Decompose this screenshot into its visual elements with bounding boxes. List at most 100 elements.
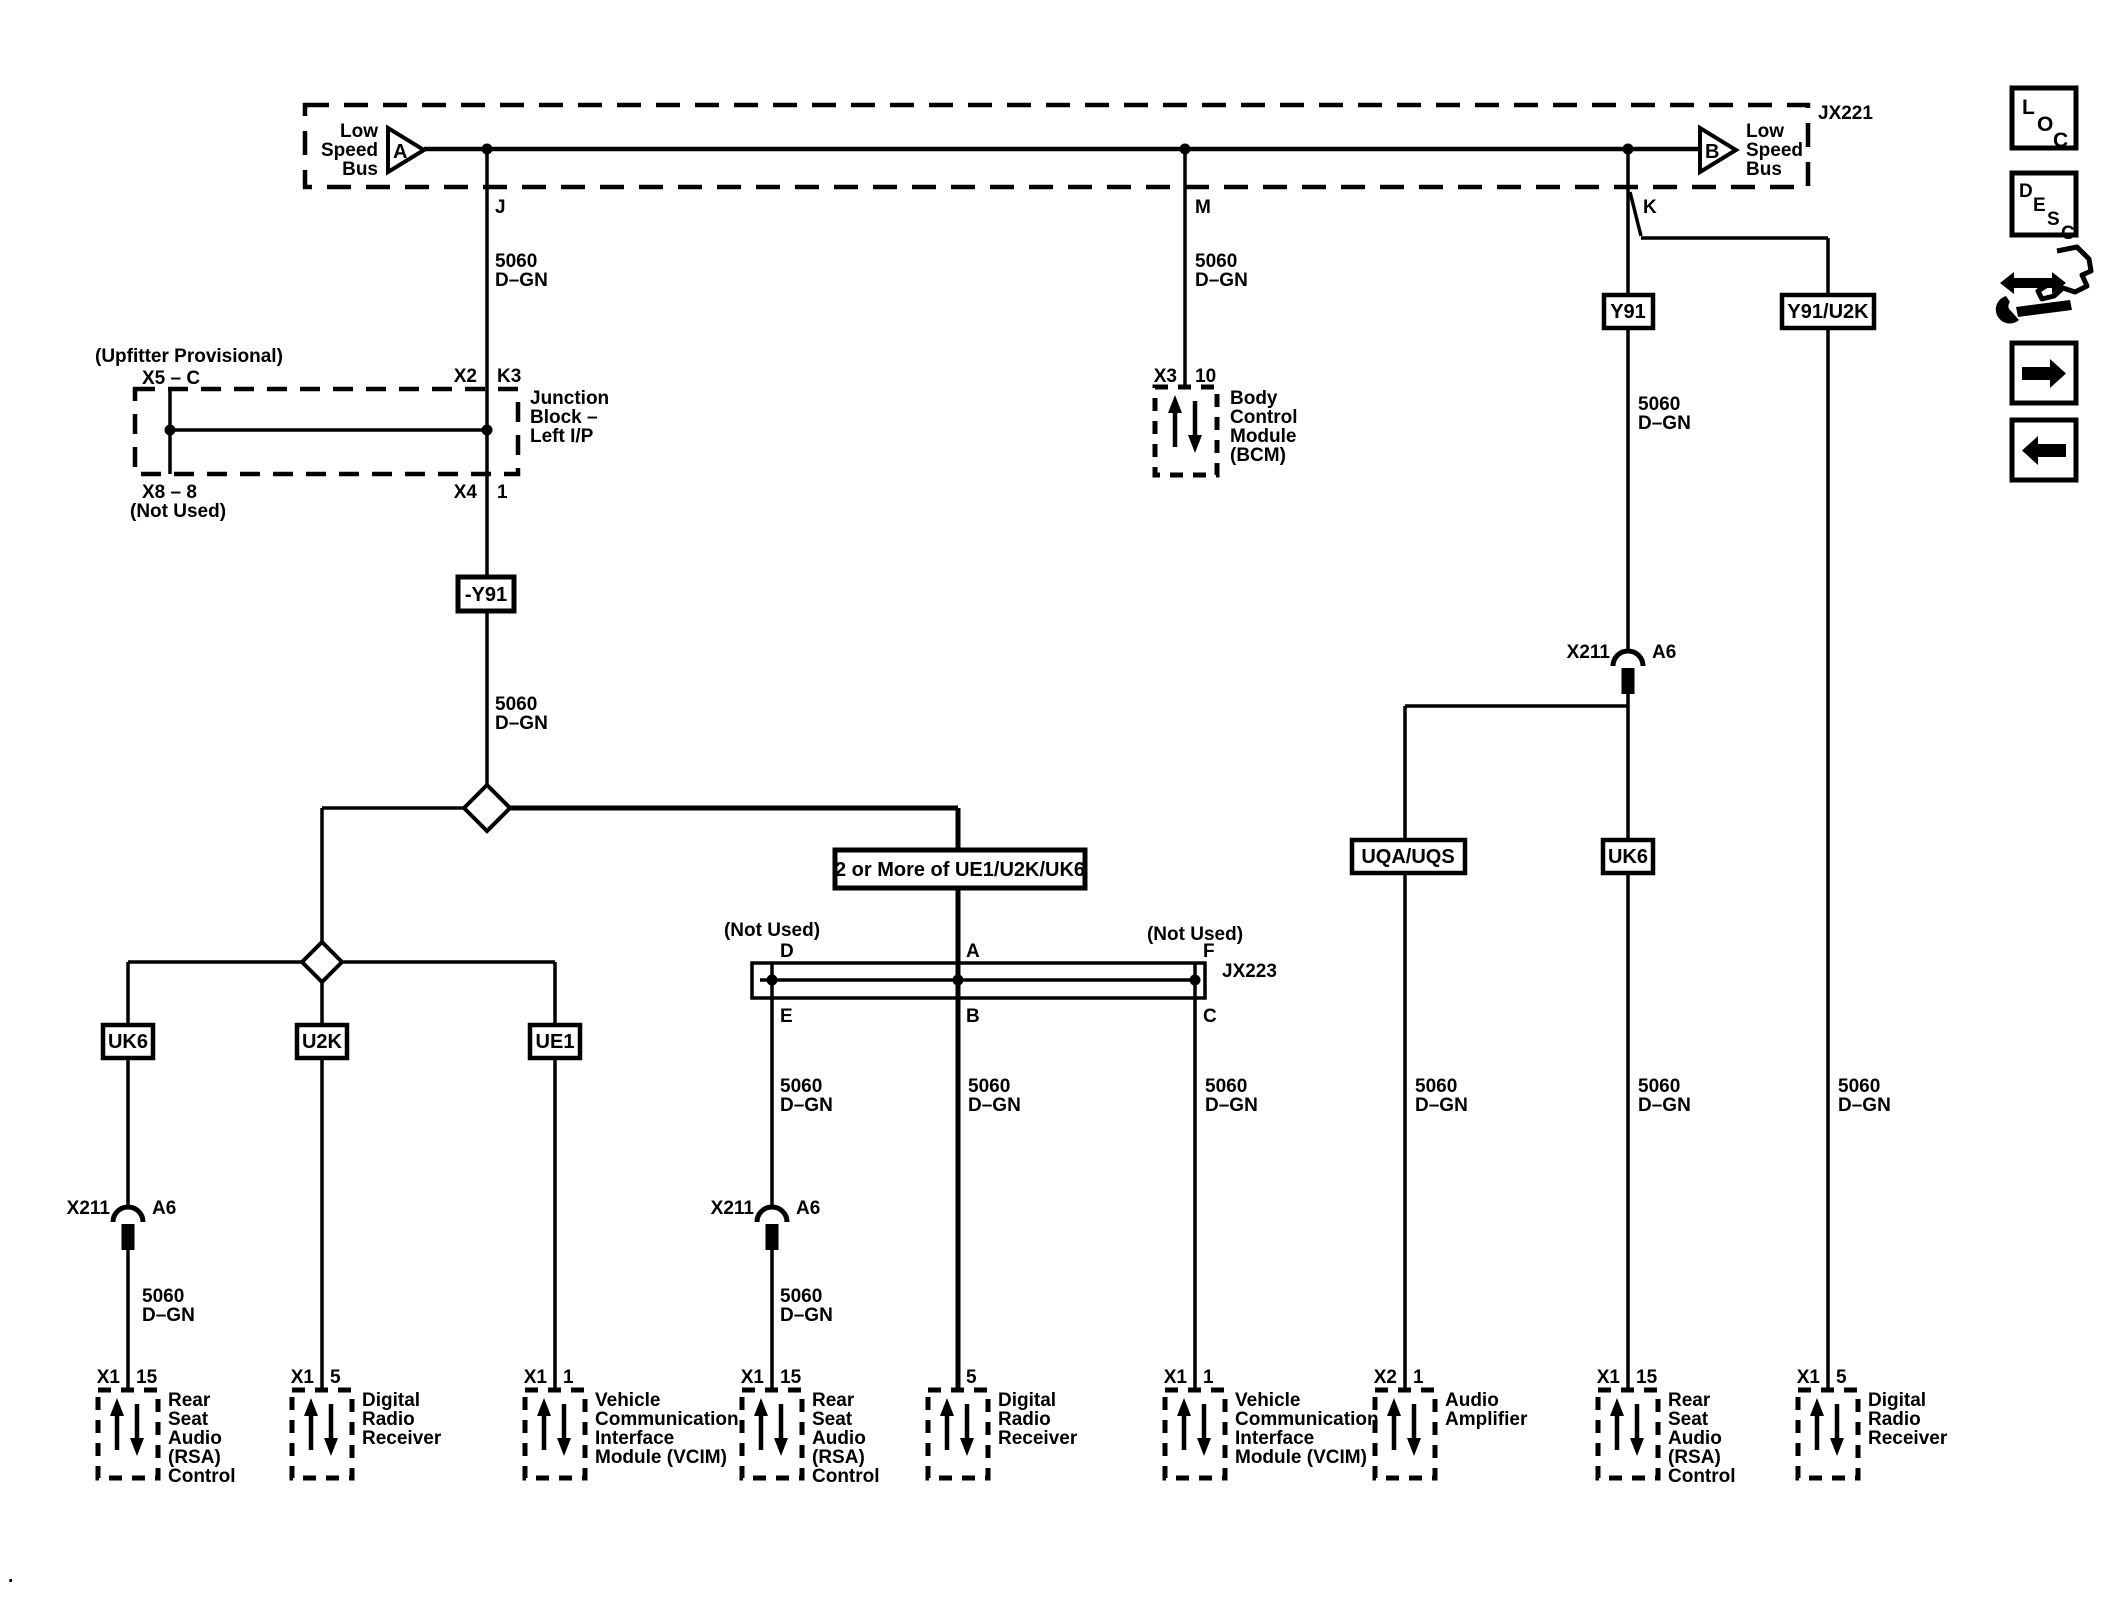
upfitter-top-terminal: X5 – C [142, 368, 200, 389]
svg-text:5060: 5060 [1838, 1076, 1880, 1097]
svg-text:E: E [2033, 195, 2046, 216]
corner-mark: . [8, 1566, 13, 1587]
uk6-option-box [100, 1022, 156, 1061]
svg-text:Rear: Rear [1668, 1390, 1711, 1411]
svg-text:F: F [1203, 941, 1215, 962]
svg-text:Interface: Interface [595, 1428, 674, 1449]
svg-text:D–GN: D–GN [968, 1095, 1021, 1116]
low-speed-bus-right-label: Low [1746, 121, 1784, 142]
svg-text:A6: A6 [1652, 642, 1676, 663]
splice-diamond-2 [299, 939, 345, 985]
low-speed-bus-left-label: Low [340, 121, 378, 142]
svg-text:Module (VCIM): Module (VCIM) [595, 1447, 727, 1468]
svg-text:Interface: Interface [1235, 1428, 1314, 1449]
repair-tool-icon[interactable] [1995, 244, 2094, 324]
svg-text:5060: 5060 [1205, 1076, 1247, 1097]
desc-box [2009, 170, 2079, 238]
svg-text:UQA/UQS: UQA/UQS [1361, 846, 1454, 868]
next-page-button[interactable] [2009, 340, 2079, 406]
junction-block-labels: (Upfitter Provisional) X5 – C X8 – 8 (No… [95, 346, 609, 522]
svg-text:5: 5 [1836, 1367, 1847, 1388]
svg-text:X211: X211 [711, 1198, 755, 1219]
svg-text:Receiver: Receiver [362, 1428, 442, 1449]
bcm-module-box [1152, 384, 1220, 478]
svg-text:Seat: Seat [1668, 1409, 1709, 1430]
bcm-name: Body [1230, 388, 1278, 409]
svg-text:Communication: Communication [595, 1409, 739, 1430]
svg-text:A: A [966, 941, 980, 962]
svg-text:Radio: Radio [998, 1409, 1051, 1430]
svg-text:Module (VCIM): Module (VCIM) [1235, 1447, 1367, 1468]
svg-text:Communication: Communication [1235, 1409, 1379, 1430]
svg-text:X211: X211 [67, 1198, 111, 1219]
svg-text:X4: X4 [454, 482, 478, 503]
svg-text:C: C [2053, 129, 2068, 152]
svg-text:U2K: U2K [302, 1031, 343, 1053]
svg-text:X1: X1 [1164, 1367, 1188, 1388]
svg-text:Seat: Seat [812, 1409, 853, 1430]
svg-text:X2: X2 [1374, 1367, 1397, 1388]
svg-text:Speed: Speed [321, 140, 378, 161]
module-box-rsa-1 [95, 1387, 161, 1481]
bus-terminal-b-label: B [1705, 141, 1719, 163]
svg-text:X1: X1 [291, 1367, 315, 1388]
sidebar-nav: L O C D E S C [1995, 85, 2094, 483]
svg-text:D–GN: D–GN [1638, 1095, 1691, 1116]
module-box-drr-3 [1795, 1387, 1861, 1481]
svg-text:(RSA): (RSA) [812, 1447, 865, 1468]
bus-terminal-a-label: A [393, 141, 407, 163]
svg-text:C: C [1203, 1006, 1217, 1027]
splice-diamond-1 [461, 782, 513, 834]
svg-text:Radio: Radio [1868, 1409, 1921, 1430]
svg-text:D–GN: D–GN [142, 1305, 195, 1326]
svg-text:15: 15 [780, 1367, 802, 1388]
svg-text:Seat: Seat [168, 1409, 209, 1430]
module-box-amp [1372, 1387, 1438, 1481]
svg-text:Digital: Digital [998, 1390, 1056, 1411]
svg-text:Audio: Audio [1668, 1428, 1722, 1449]
svg-text:5060: 5060 [968, 1076, 1010, 1097]
jx223-bus-bar [750, 961, 1207, 1000]
svg-text:(RSA): (RSA) [1668, 1447, 1721, 1468]
bcm-updown-arrows-icon [1168, 395, 1202, 453]
svg-text:5060: 5060 [1638, 1076, 1680, 1097]
svg-text:C: C [2061, 223, 2075, 244]
junction-block-dashed-box [132, 386, 521, 477]
upfitter-provisional-label: (Upfitter Provisional) [95, 346, 283, 367]
svg-text:Audio: Audio [812, 1428, 866, 1449]
ue1-option-box [527, 1022, 583, 1061]
module-boxes [95, 1387, 1861, 1481]
y91-u2k-option-box [1779, 292, 1877, 331]
svg-text:5: 5 [330, 1367, 341, 1388]
svg-text:5060: 5060 [1415, 1076, 1457, 1097]
desc-button[interactable]: D E S C [2009, 170, 2079, 244]
svg-text:K3: K3 [497, 366, 521, 387]
jx223-label: JX223 [1222, 961, 1277, 982]
svg-text:5060: 5060 [1638, 394, 1680, 415]
jx221-label: JX221 [1818, 103, 1873, 124]
svg-text:E: E [780, 1006, 793, 1027]
svg-text:Block –: Block – [530, 407, 598, 428]
svg-text:5: 5 [966, 1367, 977, 1388]
svg-text:5060: 5060 [780, 1286, 822, 1307]
two-or-more-option-box [832, 847, 1088, 891]
u2k-option-box [294, 1022, 350, 1061]
svg-text:5060: 5060 [495, 251, 537, 272]
loc-button[interactable]: L O C [2009, 85, 2079, 152]
bus-drop-j-label: J [495, 197, 506, 218]
loc-box [2009, 85, 2079, 151]
svg-text:D–GN: D–GN [1415, 1095, 1468, 1116]
upfitter-bottom-terminal: X8 – 8 [142, 482, 197, 503]
bold-wire-run [510, 805, 961, 1390]
svg-text:Receiver: Receiver [998, 1428, 1078, 1449]
module-box-drr-1 [289, 1387, 355, 1481]
module-box-rsa-3 [1595, 1387, 1661, 1481]
svg-text:Y91: Y91 [1610, 301, 1646, 323]
inline-connector-symbols [110, 648, 1646, 1250]
prev-page-button[interactable] [2009, 417, 2079, 483]
svg-text:15: 15 [136, 1367, 158, 1388]
upfitter-not-used: (Not Used) [130, 501, 226, 522]
svg-text:X211: X211 [1567, 642, 1611, 663]
